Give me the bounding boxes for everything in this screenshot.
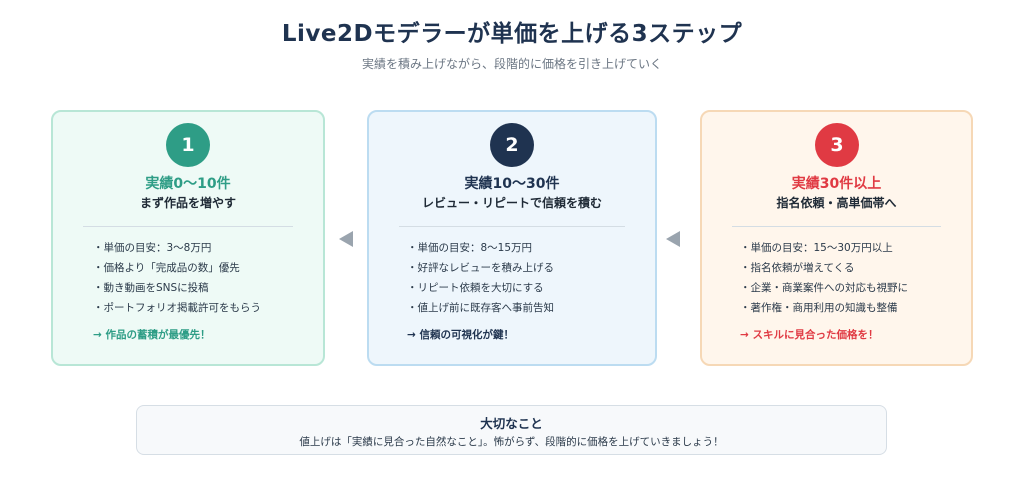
divider (83, 226, 293, 227)
list-item: ・価格より「完成品の数」優先 (93, 262, 240, 274)
step-subheading: まず作品を増やす (139, 196, 236, 210)
step-subheading: レビュー・リピートで信頼を積む (421, 196, 602, 210)
divider (732, 226, 941, 227)
list-item: ・単価の目安：8〜15万円 (407, 242, 533, 254)
list-item: ・動き動画をSNSに投稿 (93, 282, 209, 294)
summary-title: 大切なこと (480, 416, 543, 431)
step-subheading: 指名依頼・高単価帯へ (776, 196, 897, 210)
list-item: ・ポートフォリオ掲載許可をもらう (93, 302, 261, 314)
list-item: ・単価の目安：15〜30万円以上 (740, 242, 893, 254)
page-title: Live2Dモデラーが単価を上げる3ステップ (281, 21, 743, 47)
list-item: ・企業・商業案件への対応も視野に (740, 282, 908, 294)
step-number-badge: 2 (490, 123, 534, 167)
list-item: ・リピート依頼を大切にする (407, 282, 544, 294)
step-number-badge: 3 (815, 123, 859, 167)
list-item: ・好評なレビューを積み上げる (407, 262, 554, 274)
step-heading: 実績30件以上 (791, 176, 882, 192)
summary-box: 大切なこと 値上げは「実績に見合った自然なこと」。怖がらず、段階的に価格を上げて… (136, 405, 887, 455)
step-card-3: 3 実績30件以上 指名依頼・高単価帯へ ・単価の目安：15〜30万円以上 ・指… (700, 110, 973, 366)
step-card-2: 2 実績10〜30件 レビュー・リピートで信頼を積む ・単価の目安：8〜15万円… (367, 110, 657, 366)
step-note: → 作品の蓄積が最優先！ (93, 329, 211, 341)
list-item: ・指名依頼が増えてくる (740, 262, 855, 274)
step-list: ・単価の目安：8〜15万円 ・好評なレビューを積み上げる ・リピート依頼を大切に… (407, 238, 645, 318)
step-heading: 実績0〜10件 (145, 176, 231, 192)
step-note: → スキルに見合った価格を！ (740, 329, 879, 341)
divider (399, 226, 625, 227)
step-heading: 実績10〜30件 (464, 176, 560, 192)
step-note: → 信頼の可視化が鍵！ (407, 329, 514, 341)
step-number-badge: 1 (166, 123, 210, 167)
step-list: ・単価の目安：3〜8万円 ・価格より「完成品の数」優先 ・動き動画をSNSに投稿… (93, 238, 313, 318)
left-arrow-icon (339, 231, 353, 247)
step-card-1: 1 実績0〜10件 まず作品を増やす ・単価の目安：3〜8万円 ・価格より「完成… (51, 110, 325, 366)
list-item: ・値上げ前に既存客へ事前告知 (407, 302, 554, 314)
page-subtitle: 実績を積み上げながら、段階的に価格を引き上げていく (361, 57, 662, 71)
summary-text: 値上げは「実績に見合った自然なこと」。怖がらず、段階的に価格を上げていきましょう… (299, 436, 724, 448)
step-list: ・単価の目安：15〜30万円以上 ・指名依頼が増えてくる ・企業・商業案件への対… (740, 238, 961, 318)
left-arrow-icon (666, 231, 680, 247)
list-item: ・著作権・商用利用の知識も整備 (740, 302, 898, 314)
list-item: ・単価の目安：3〜8万円 (93, 242, 212, 254)
